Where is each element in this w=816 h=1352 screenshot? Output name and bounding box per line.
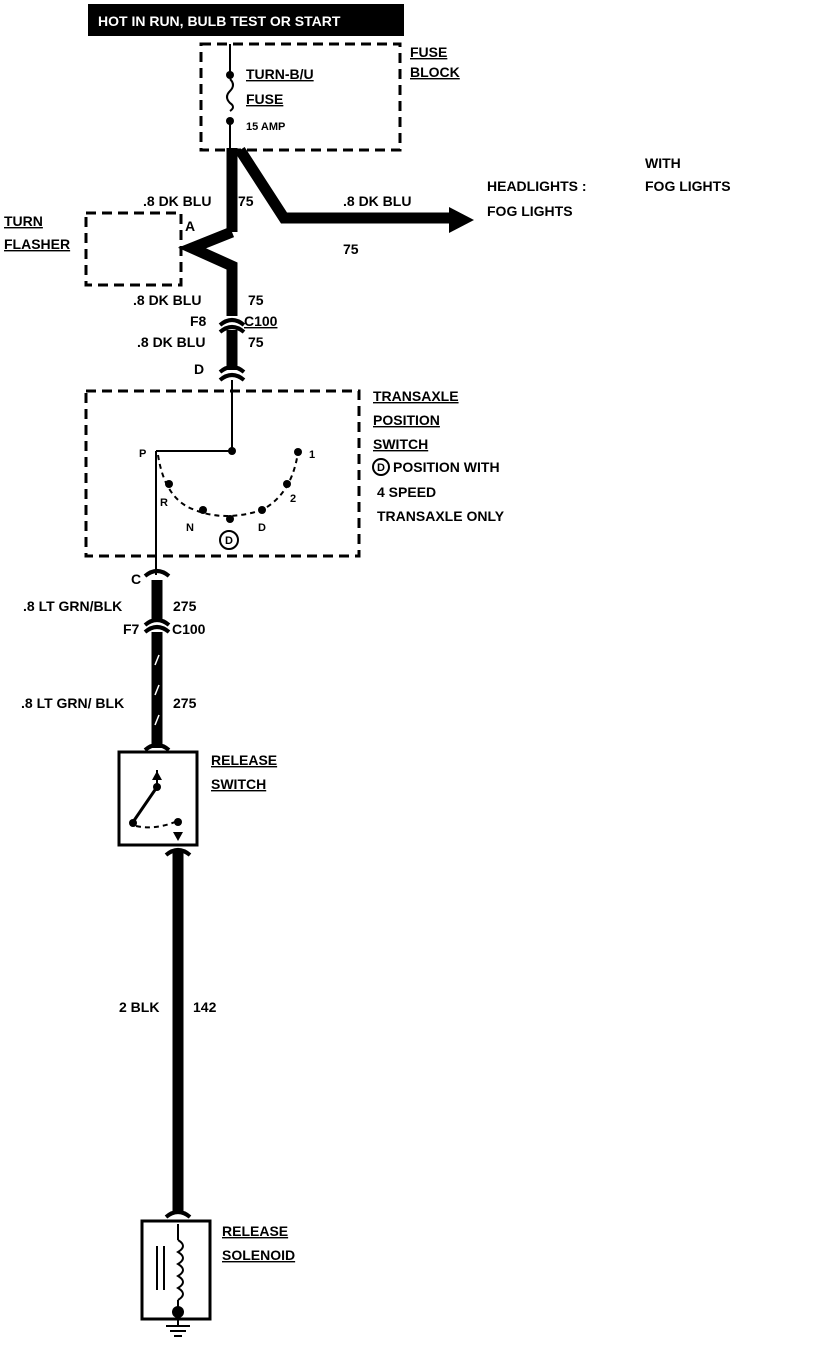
headlights-circuit-label: 75 <box>343 241 359 257</box>
release-solenoid-title-2: SOLENOID <box>222 1247 295 1263</box>
turn-flasher-circuit: 75 <box>238 193 254 209</box>
position-p-label: P <box>139 448 146 460</box>
release-switch-title: RELEASE <box>211 752 277 768</box>
position-r-label: R <box>160 497 168 509</box>
c100-upper-wire-top: .8 DK BLU <box>133 292 201 308</box>
c100-upper-circuit-bottom: 75 <box>248 334 264 350</box>
c100-upper-wire-bottom: .8 DK BLU <box>137 334 205 350</box>
transaxle-note-2: 4 SPEED <box>377 484 436 500</box>
turn-flasher-wire: .8 DK BLU <box>143 193 211 209</box>
turn-flasher-box <box>84 211 183 287</box>
position-2-label: 2 <box>290 493 296 505</box>
solenoid-core-icon <box>156 1246 165 1290</box>
fuse-block-box <box>199 42 402 152</box>
c100-lower-wire-bottom: .8 LT GRN/ BLK <box>21 695 124 711</box>
fuse-symbol <box>226 44 234 150</box>
transaxle-note-3: TRANSAXLE ONLY <box>377 508 505 524</box>
svg-text:D: D <box>377 462 385 474</box>
turn-flasher-title: TURN <box>4 213 43 229</box>
ground-icon <box>166 1318 190 1337</box>
transaxle-input-terminal: D <box>194 361 204 377</box>
wire-75-main <box>177 147 455 316</box>
transaxle-switch-title-2: POSITION <box>373 412 440 428</box>
wire-142-circuit: 142 <box>193 999 217 1015</box>
headlights-arrow <box>449 207 474 233</box>
fog-lights-note: WITH <box>645 155 681 171</box>
turn-flasher-title-2: FLASHER <box>4 236 70 252</box>
fuse-block-title-2: BLOCK <box>410 64 460 80</box>
transaxle-switch-title: TRANSAXLE <box>373 388 459 404</box>
fuse-name-2: FUSE <box>246 91 283 107</box>
c100-lower-pin: F7 <box>123 621 140 637</box>
transaxle-switch-contacts <box>155 380 302 575</box>
turn-flasher-terminal: A <box>185 218 195 234</box>
transaxle-output-terminal: C <box>131 571 141 587</box>
release-switch-contacts <box>129 770 183 841</box>
position-n-label: N <box>186 522 194 534</box>
transaxle-switch-box <box>84 389 361 558</box>
wire-142 <box>164 848 192 1219</box>
c100-upper-pin: F8 <box>190 313 207 329</box>
fuse-rating: 15 AMP <box>246 121 285 133</box>
transaxle-switch-title-3: SWITCH <box>373 436 428 452</box>
c100-upper-connector <box>218 318 246 382</box>
release-solenoid-title: RELEASE <box>222 1223 288 1239</box>
headlights-wire-label: .8 DK BLU <box>343 193 411 209</box>
wire-275-stripe <box>154 654 160 726</box>
c100-upper-name: C100 <box>244 313 278 329</box>
c100-lower-name: C100 <box>172 621 206 637</box>
transaxle-note-d-symbol: D <box>372 458 390 476</box>
c100-lower-circuit-top: 275 <box>173 598 197 614</box>
fuse-block-title: FUSE <box>410 44 447 60</box>
fuse-name: TURN-B/U <box>246 66 314 82</box>
wire-142-label: 2 BLK <box>119 999 159 1015</box>
position-d-circled-label: D <box>225 535 233 547</box>
solenoid-coil-icon <box>176 1224 184 1310</box>
solenoid-ground-splice <box>172 1306 184 1318</box>
release-switch-box <box>117 750 199 847</box>
c100-lower-circuit-bottom: 275 <box>173 695 197 711</box>
c100-upper-circuit-top: 75 <box>248 292 264 308</box>
fog-lights-note-2: FOG LIGHTS <box>645 178 731 194</box>
release-solenoid-box <box>140 1219 212 1321</box>
c100-lower-wire-top: .8 LT GRN/BLK <box>23 598 122 614</box>
headlights-destination-2: FOG LIGHTS <box>487 203 573 219</box>
headlights-destination: HEADLIGHTS : <box>487 178 587 194</box>
release-switch-title-2: SWITCH <box>211 776 266 792</box>
header-banner <box>88 4 404 36</box>
position-d-label: D <box>258 522 266 534</box>
transaxle-note: POSITION WITH <box>393 459 500 475</box>
position-1-label: 1 <box>309 449 315 461</box>
header-text: HOT IN RUN, BULB TEST OR START <box>98 13 341 29</box>
